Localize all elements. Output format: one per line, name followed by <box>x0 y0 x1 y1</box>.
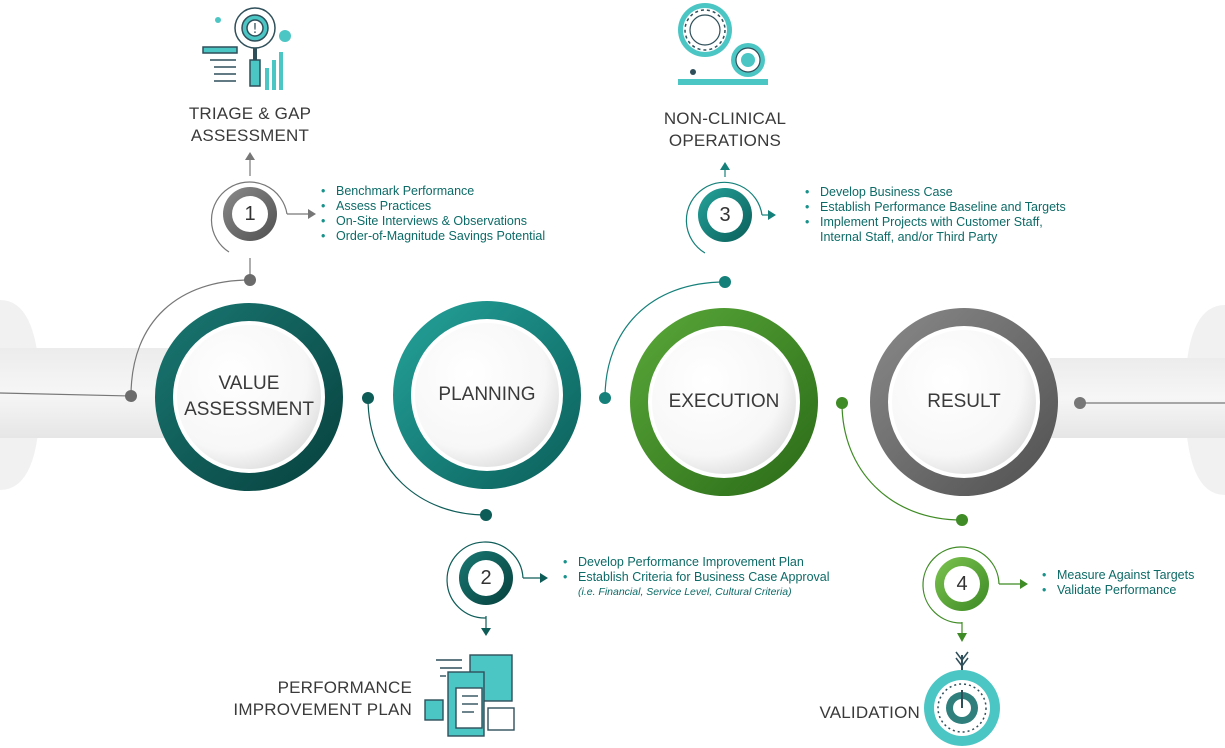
list-item: Validate Performance <box>1042 583 1222 598</box>
gears-icon <box>678 3 768 85</box>
list-item: Establish Performance Baseline and Targe… <box>805 200 1080 215</box>
step-4-title: VALIDATION <box>819 703 920 722</box>
gear-magnifier-chart-icon: ! <box>202 7 291 90</box>
stage-label-value: VALUE <box>218 373 280 394</box>
stage-label-execution: EXECUTION <box>668 391 780 412</box>
list-item: On-Site Interviews & Observations <box>321 214 581 229</box>
background-band <box>0 300 1225 495</box>
step-1-title-line2: ASSESSMENT <box>190 126 310 145</box>
step-2-bullets: Develop Performance Improvement Plan Est… <box>563 555 853 600</box>
target-arrow-icon <box>924 651 1000 746</box>
stage-label-planning: PLANNING <box>438 384 536 405</box>
step-2-title-line2: IMPROVEMENT PLAN <box>233 700 412 719</box>
step-1-badge <box>210 152 316 253</box>
step-1-title-line1: TRIAGE & GAP <box>188 104 312 123</box>
step-3-bullets: Develop Business Case Establish Performa… <box>805 185 1080 245</box>
stage-label-assessment: ASSESSMENT <box>184 399 314 420</box>
stage-circle-value-assessment <box>155 303 343 491</box>
step-2-title-line1: PERFORMANCE <box>277 678 412 697</box>
step-2-number: 2 <box>480 567 492 589</box>
step-3-title: NON-CLINICAL OPERATIONS <box>645 108 805 152</box>
step-2-title: PERFORMANCE IMPROVEMENT PLAN <box>232 677 412 721</box>
step-1-bullets: Benchmark Performance Assess Practices O… <box>321 184 581 244</box>
step-4-bullets: Measure Against Targets Validate Perform… <box>1042 568 1222 598</box>
step-3-title-line2: OPERATIONS <box>668 131 782 150</box>
list-item: Order-of-Magnitude Savings Potential <box>321 229 581 244</box>
step-1-title: TRIAGE & GAP ASSESSMENT <box>170 103 330 147</box>
list-item: Establish Criteria for Business Case App… <box>563 570 853 585</box>
stage-circle-execution <box>630 308 818 496</box>
step-4-badge <box>922 546 1028 642</box>
list-item-note: (i.e. Financial, Service Level, Cultural… <box>578 586 792 598</box>
stage-circle-planning <box>393 301 581 489</box>
stage-label-result: RESULT <box>927 391 1001 412</box>
stage-label-value-assessment: VALUE ASSESSMENT <box>179 371 319 423</box>
step-3-number: 3 <box>719 204 731 226</box>
list-item: Develop Business Case <box>805 185 1080 200</box>
list-item: Assess Practices <box>321 199 581 214</box>
step-3-title-line1: NON-CLINICAL <box>663 109 787 128</box>
list-item: Measure Against Targets <box>1042 568 1222 583</box>
step-1-number: 1 <box>244 203 256 225</box>
svg-text:!: ! <box>252 22 257 37</box>
step-3-badge <box>685 162 776 254</box>
list-item: Benchmark Performance <box>321 184 581 199</box>
connector-dots <box>125 274 1086 526</box>
connector-lines <box>0 258 1225 521</box>
documents-icon <box>424 654 515 737</box>
step-2-badge <box>446 541 548 636</box>
list-item: Develop Performance Improvement Plan <box>563 555 853 570</box>
stage-circle-result <box>870 308 1058 496</box>
step-4-number: 4 <box>956 573 968 595</box>
list-item: Implement Projects with Customer Staff, … <box>805 215 1065 245</box>
